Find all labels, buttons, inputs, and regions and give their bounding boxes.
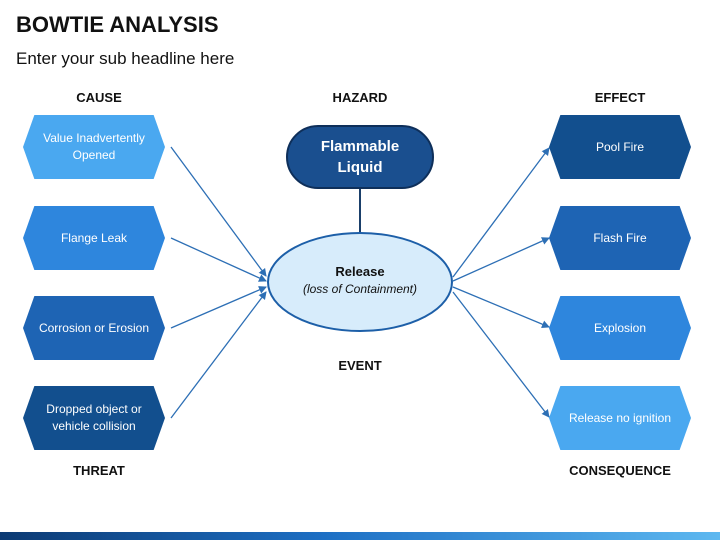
cause-node-text: Dropped object or vehicle collision xyxy=(46,402,142,433)
effect-node-text: Explosion xyxy=(593,320,647,335)
effect-node-3: Explosion xyxy=(549,296,691,360)
effect-connector-4 xyxy=(452,291,550,418)
cause-connector-4 xyxy=(170,291,267,419)
bottom-accent-bar xyxy=(0,532,720,540)
effect-connector-1 xyxy=(452,147,550,278)
effect-connector-2 xyxy=(452,237,550,282)
hazard-node: Flammable Liquid xyxy=(286,125,434,189)
page-title: BOWTIE ANALYSIS xyxy=(16,12,219,37)
event-subtitle: (loss of Containment) xyxy=(302,282,418,296)
effect-label: EFFECT xyxy=(594,90,646,105)
cause-node-text: Flange Leak xyxy=(60,230,128,245)
effect-node-text: Flash Fire xyxy=(593,230,647,245)
cause-connector-2 xyxy=(170,237,267,282)
cause-connector-1 xyxy=(170,146,267,277)
effect-node-text: Release no ignition xyxy=(568,410,672,425)
event-label: EVENT xyxy=(338,358,382,373)
cause-node-text: Corrosion or Erosion xyxy=(38,320,150,335)
cause-node-text: Value Inadvertently Opened xyxy=(43,131,145,162)
hazard-label: HAZARD xyxy=(332,90,388,105)
cause-connector-3 xyxy=(170,286,267,329)
threat-label: THREAT xyxy=(73,463,125,478)
cause-node-3: Corrosion or Erosion xyxy=(23,296,165,360)
cause-label: CAUSE xyxy=(76,90,122,105)
effect-node-1: Pool Fire xyxy=(549,115,691,179)
effect-node-text: Pool Fire xyxy=(595,139,645,154)
event-node: Release (loss of Containment) xyxy=(268,264,452,296)
page-subtitle: Enter your sub headline here xyxy=(16,49,235,68)
consequence-label: CONSEQUENCE xyxy=(569,463,671,478)
event-title: Release xyxy=(335,264,385,279)
event-ellipse xyxy=(267,232,453,332)
cause-node-4: Dropped object or vehicle collision xyxy=(23,386,165,450)
cause-node-1: Value Inadvertently Opened xyxy=(23,115,165,179)
cause-node-2: Flange Leak xyxy=(23,206,165,270)
effect-node-2: Flash Fire xyxy=(549,206,691,270)
effect-connector-3 xyxy=(452,286,550,328)
effect-node-4: Release no ignition xyxy=(549,386,691,450)
